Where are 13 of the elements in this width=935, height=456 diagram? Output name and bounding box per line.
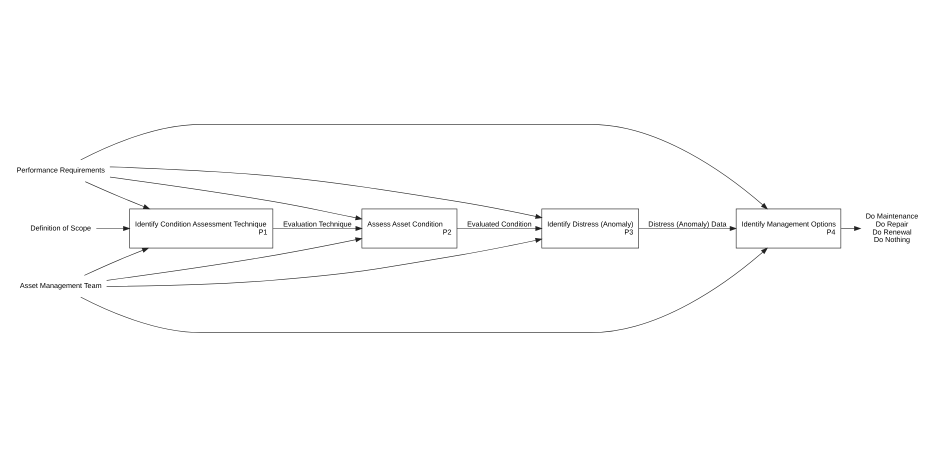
arrow <box>272 225 363 231</box>
arrow <box>638 225 738 231</box>
arrow <box>110 176 363 220</box>
arrow <box>110 166 543 218</box>
arrow <box>84 180 150 209</box>
arrow <box>840 225 862 231</box>
arrow <box>456 225 543 231</box>
arrow <box>96 225 130 231</box>
arrow <box>84 247 150 276</box>
arrow <box>80 124 768 210</box>
arrow <box>106 237 543 286</box>
arrow <box>80 246 768 332</box>
arrow <box>106 236 363 280</box>
